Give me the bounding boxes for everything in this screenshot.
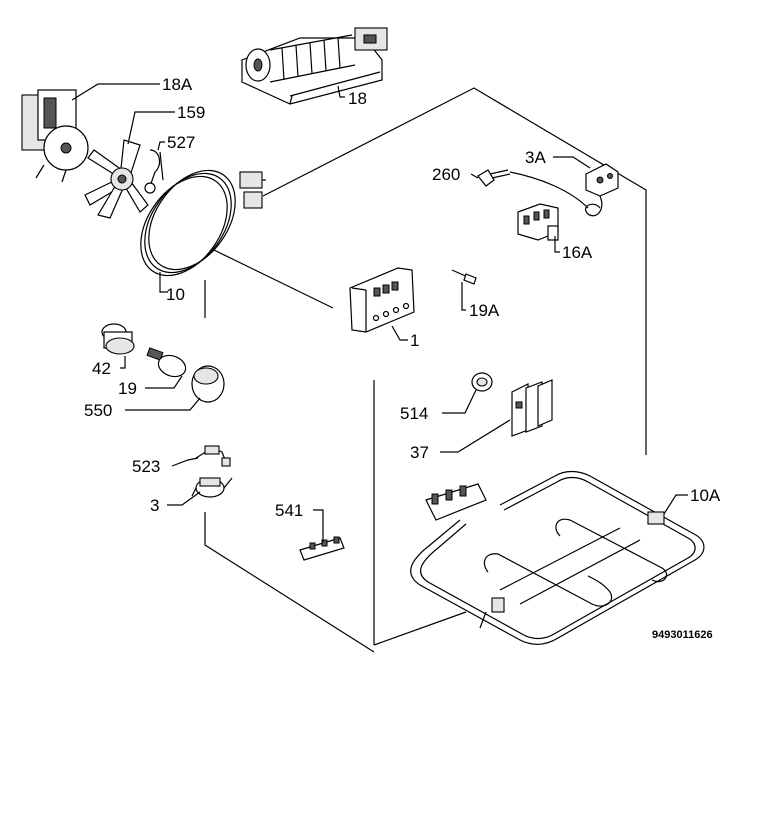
tangential-fan-part-18[interactable] <box>241 27 388 105</box>
clip-part-527[interactable] <box>144 149 164 194</box>
circular-element-part-10[interactable] <box>123 154 266 291</box>
fan-blade-part-159[interactable] <box>84 139 149 219</box>
label-18: 18 <box>348 89 367 108</box>
label-19a: 19A <box>469 301 500 320</box>
label-260: 260 <box>432 165 460 184</box>
leader-lines <box>71 83 688 542</box>
lamp-cover-part-550[interactable] <box>191 365 225 403</box>
label-541: 541 <box>275 501 303 520</box>
bulb-part-19[interactable] <box>146 347 189 380</box>
label-3a: 3A <box>525 148 546 167</box>
fan-motor-part-18a[interactable] <box>21 89 89 183</box>
safety-thermostat-part-3[interactable] <box>191 477 233 498</box>
part-labels: 18A 159 527 18 10 260 3A 16A 19A 1 42 19… <box>84 75 721 641</box>
grill-element-part-10a[interactable] <box>410 470 705 645</box>
label-10a: 10A <box>690 486 721 505</box>
terminal-block-part-16a[interactable] <box>517 203 559 241</box>
control-module-part-1[interactable] <box>349 267 415 333</box>
label-37: 37 <box>410 443 429 462</box>
label-1: 1 <box>410 331 419 350</box>
label-19: 19 <box>118 379 137 398</box>
label-550: 550 <box>84 401 112 420</box>
label-16a: 16A <box>562 243 593 262</box>
sensor-part-19a[interactable] <box>451 269 477 285</box>
label-42: 42 <box>92 359 111 378</box>
bushing-part-514[interactable] <box>471 372 493 392</box>
probe-part-260[interactable] <box>477 169 589 209</box>
reference-number: 9493011626 <box>652 629 713 641</box>
terminal-strip-part-541[interactable] <box>299 536 345 561</box>
label-18a: 18A <box>162 75 193 94</box>
label-523: 523 <box>132 457 160 476</box>
cabinet-outline <box>204 87 647 653</box>
label-10: 10 <box>166 285 185 304</box>
connector-part-523[interactable] <box>195 445 231 467</box>
label-159: 159 <box>177 103 205 122</box>
bracket-part-37[interactable] <box>511 379 553 437</box>
label-3: 3 <box>150 496 159 515</box>
lamp-holder-part-42[interactable] <box>101 323 135 355</box>
thermostat-part-3a[interactable] <box>585 163 619 217</box>
label-527: 527 <box>167 133 195 152</box>
label-514: 514 <box>400 404 428 423</box>
